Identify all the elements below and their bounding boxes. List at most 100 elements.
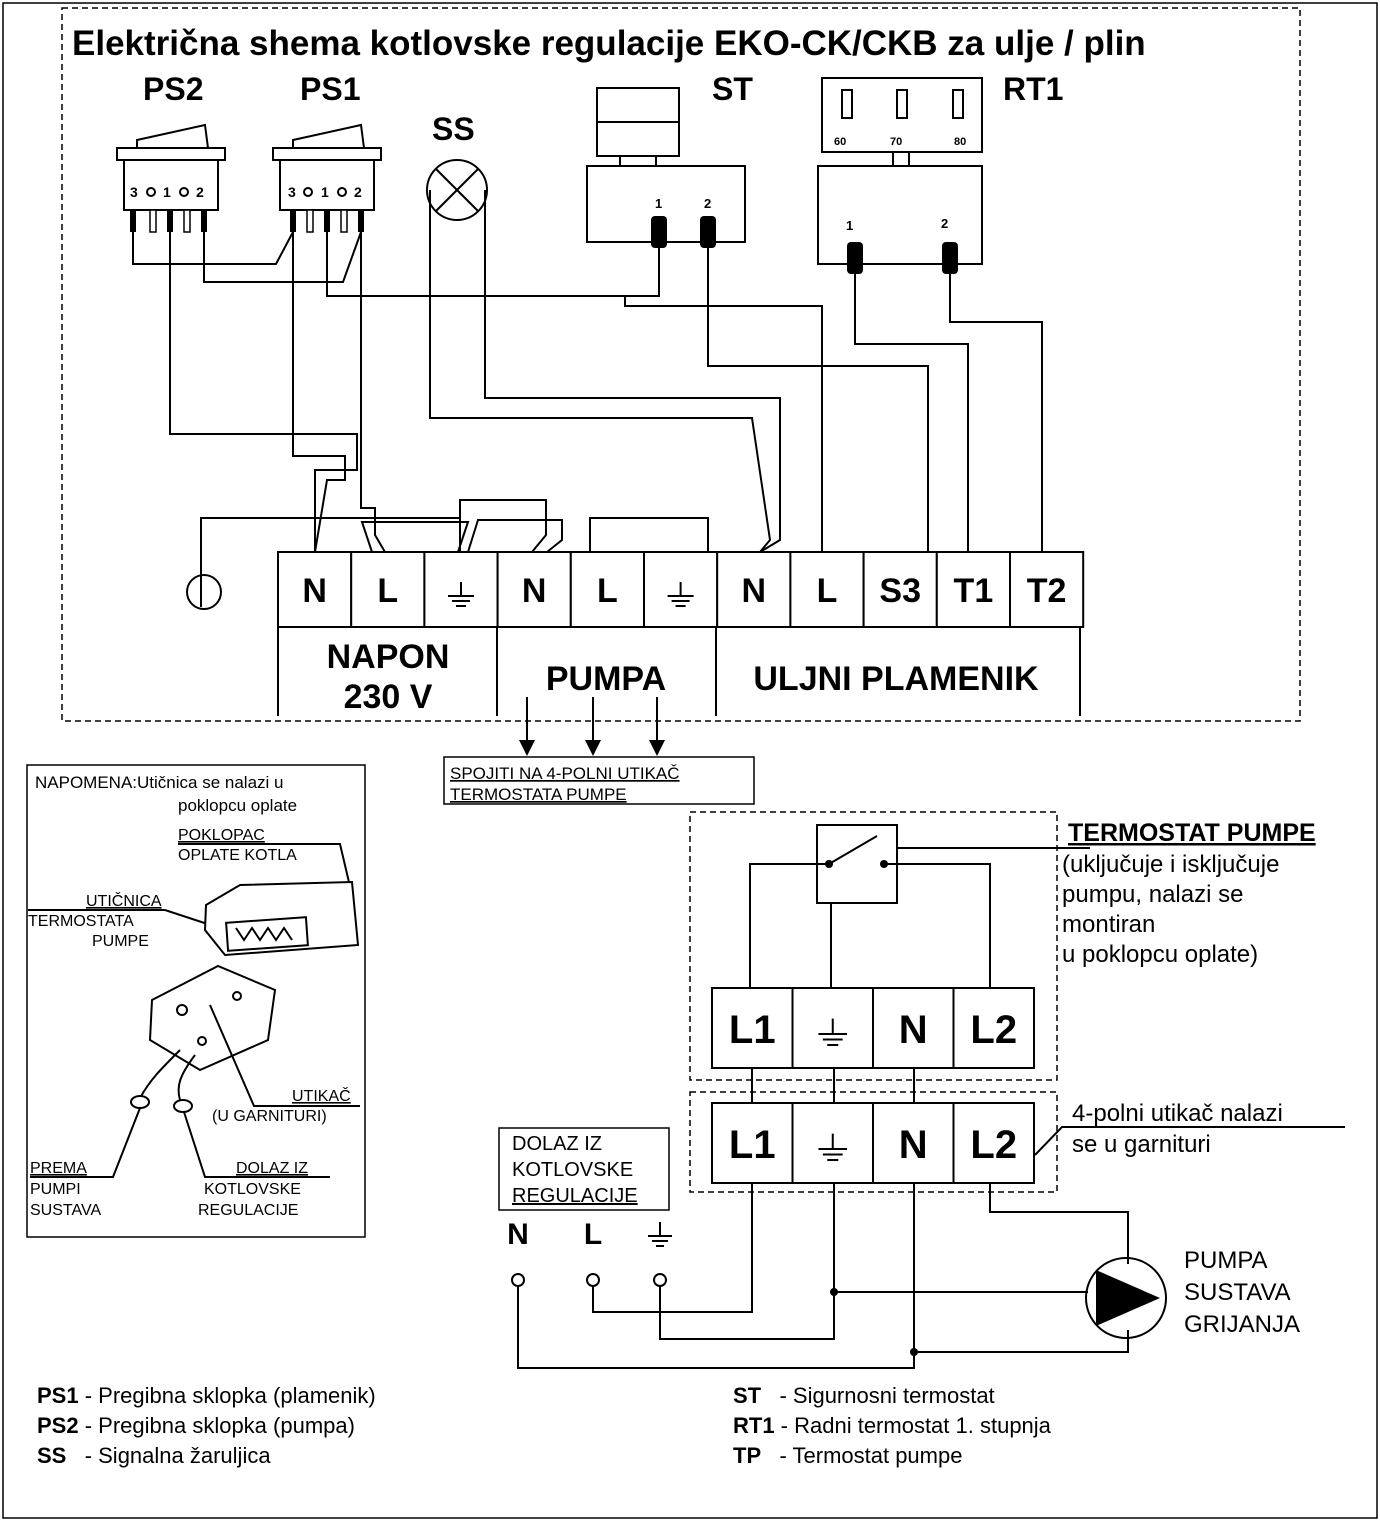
pump-thermostat-terminal-4: L2 — [952, 987, 1035, 1069]
terminal-label: N — [899, 1123, 928, 1167]
terminal-label: L — [597, 572, 618, 610]
ss-signal-lamp — [426, 159, 488, 221]
inset-cover-line2: OPLATE KOTLA — [178, 847, 297, 864]
terminal-label: T1 — [954, 572, 994, 610]
terminal-11: T2 — [1009, 551, 1085, 628]
regulation-wiring — [132, 190, 1043, 607]
inset-from-reg-line2: KOTLOVSKE — [204, 1181, 301, 1198]
earth-icon — [448, 582, 474, 607]
terminal-block: N L N L N L S3 T1 T2 — [277, 551, 1085, 628]
legend-right: ST - Sigurnosni termostat RT1 - Radni te… — [733, 1383, 1052, 1468]
terminal-label: L2 — [970, 1123, 1017, 1167]
plug-terminal-3: N — [872, 1102, 955, 1184]
incoming-node-n — [511, 1273, 525, 1287]
ps1-label: PS1 — [300, 71, 360, 107]
terminal-8: L — [789, 551, 865, 628]
connect-note-box — [443, 756, 755, 805]
terminal-label: N — [899, 1008, 928, 1052]
st-pin-2: 2 — [704, 196, 711, 211]
ps1-pin-1: 1 — [321, 184, 329, 200]
pump-label-3: GRIJANJA — [1184, 1311, 1300, 1338]
legend-left-item-2: PS2 - Pregibna sklopka (pumpa) — [37, 1413, 355, 1438]
inset-to-pump-line3: SUSTAVA — [30, 1202, 101, 1219]
ps1-pin-3: 3 — [288, 184, 296, 200]
terminal-label: L2 — [970, 1008, 1017, 1052]
pump-thermostat-desc-4: u poklopcu oplate) — [1062, 941, 1258, 968]
rt1-scale-80: 80 — [954, 136, 966, 148]
rt1-pin-1: 1 — [846, 218, 853, 233]
inset-to-pump-line1: PREMA — [30, 1160, 87, 1177]
terminal-label: S3 — [879, 572, 921, 610]
group-label-plamenik: ULJNI PLAMENIK — [753, 660, 1039, 698]
ps2-pin-2: 2 — [196, 184, 204, 200]
ps2-switch: 3 1 2 — [116, 123, 226, 233]
inset-socket-note: NAPOMENA:Utičnica se nalazi u poklopcu o… — [26, 764, 366, 1238]
ps1-switch: 3 1 2 — [272, 123, 382, 233]
plug-terminals: L1 N L2 — [711, 1102, 1035, 1184]
legend-left-item-3: SS - Signalna žaruljica — [37, 1443, 271, 1468]
plug-terminal-1: L1 — [711, 1102, 794, 1184]
legend-left: PS1 - Pregibna sklopka (plamenik) PS2 - … — [37, 1383, 376, 1468]
terminal-2: L — [350, 551, 426, 628]
inset-plug-line2: (U GARNITURI) — [212, 1108, 327, 1125]
ps2-pin-1: 1 — [163, 184, 171, 200]
pumpa-arrows — [519, 697, 665, 756]
terminal-6 — [643, 551, 719, 628]
inset-plug-line1: UTIKAČ — [292, 1086, 351, 1105]
terminal-label: N — [742, 572, 767, 610]
terminal-10: T1 — [935, 551, 1011, 628]
pump-thermostat-terminals: L1 N L2 — [711, 987, 1035, 1069]
inset-socket-line2: TERMOSTATA — [28, 913, 134, 930]
inset-note-line1: NAPOMENA:Utičnica se nalazi u — [35, 773, 283, 792]
ss-label: SS — [432, 111, 475, 147]
terminal-label: N — [302, 572, 327, 610]
legend-left-item-1: PS1 - Pregibna sklopka (plamenik) — [37, 1383, 376, 1408]
terminal-label: L1 — [729, 1123, 776, 1167]
terminal-4: N — [496, 551, 572, 628]
incoming-earth-icon — [648, 1222, 672, 1247]
incoming-node-earth — [653, 1273, 667, 1287]
pump-thermostat-terminal-3: N — [872, 987, 955, 1069]
pump-thermostat-terminal-1: L1 — [711, 987, 794, 1069]
regulation-dashed-area — [61, 7, 1301, 722]
pump-thermostat-title: TERMOSTAT PUMPE — [1068, 819, 1316, 847]
pump-thermostat-terminal-2 — [791, 987, 874, 1069]
plug-terminal-2 — [791, 1102, 874, 1184]
terminal-label: L — [817, 572, 838, 610]
terminal-1: N — [277, 551, 353, 628]
terminal-9: S3 — [862, 551, 938, 628]
incoming-line-3: REGULACIJE — [512, 1185, 638, 1207]
ps2-pin-3: 3 — [130, 184, 138, 200]
rt1-scale-70: 70 — [890, 136, 902, 148]
group-label-napon-voltage: 230 V — [344, 678, 433, 716]
inset-socket-line1: UTIČNICA — [86, 891, 162, 910]
terminal-label: T2 — [1027, 572, 1067, 610]
rt1-scale-60: 60 — [834, 136, 846, 148]
legend-right-item-1: ST - Sigurnosni termostat — [733, 1383, 995, 1408]
inset-socket-line3: PUMPE — [92, 933, 149, 950]
pump-thermostat-desc-1: (uključuje i isključuje — [1062, 851, 1279, 878]
pump-symbol-icon — [1085, 1257, 1167, 1339]
st-pin-1: 1 — [655, 196, 662, 211]
inset-to-pump-line2: PUMPI — [30, 1181, 81, 1198]
ps1-pin-2: 2 — [354, 184, 362, 200]
rt1-thermostat: 60 70 80 1 2 — [817, 77, 983, 274]
inset-from-reg-line1: DOLAZ IZ — [236, 1160, 308, 1177]
terminal-label: N — [522, 572, 547, 610]
pump-thermostat-area — [689, 811, 1058, 1081]
terminal-5: L — [569, 551, 645, 628]
incoming-terminal-l: L — [584, 1218, 602, 1251]
earth-icon — [667, 582, 694, 607]
inset-cover-line1: POKLOPAC — [178, 827, 265, 844]
terminal-3 — [423, 551, 499, 628]
terminal-label: L1 — [729, 1008, 776, 1052]
terminal-label: L — [377, 572, 398, 610]
pump-thermostat-desc-3: montiran — [1062, 911, 1155, 938]
legend-right-item-2: RT1 - Radni termostat 1. stupnja — [733, 1413, 1052, 1438]
pump-thermostat-switch — [749, 824, 1090, 988]
inset-note-line2: poklopcu oplate — [178, 796, 297, 815]
connect-note-line1: SPOJITI NA 4-POLNI UTIKAČ — [450, 764, 680, 783]
earth-icon — [818, 1018, 848, 1046]
